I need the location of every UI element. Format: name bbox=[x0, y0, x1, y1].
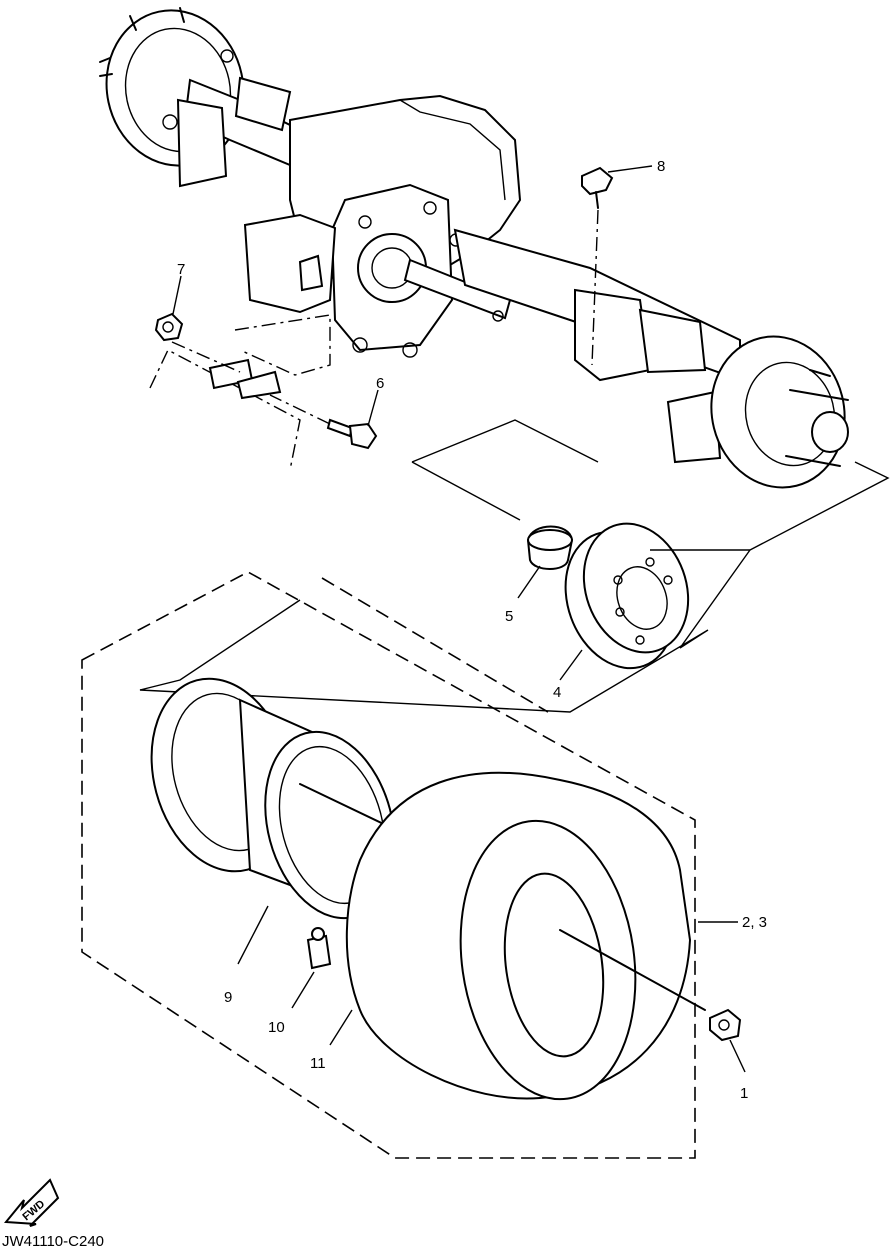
wheel-assembly-inner-line bbox=[321, 577, 549, 713]
frame-outline bbox=[149, 314, 331, 471]
hub-cap-5 bbox=[517, 525, 574, 599]
callout-2-3: 2, 3 bbox=[742, 914, 767, 931]
callout-9: 9 bbox=[224, 989, 232, 1006]
tire-11 bbox=[329, 771, 706, 1101]
rear-axle-assembly bbox=[99, 7, 849, 489]
nut-7 bbox=[154, 275, 241, 373]
wheel-nut-1 bbox=[709, 1008, 746, 1073]
brake-drum-4 bbox=[559, 522, 690, 681]
callout-1: 1 bbox=[740, 1085, 748, 1102]
callout-4: 4 bbox=[553, 684, 561, 701]
callout-7: 7 bbox=[177, 261, 185, 278]
drawing-code: JW41110-C240 bbox=[2, 1233, 104, 1250]
callout-8: 8 bbox=[657, 158, 665, 175]
callout-6: 6 bbox=[376, 375, 384, 392]
wheel-rim-9 bbox=[150, 677, 396, 965]
fwd-direction-arrow: FWD bbox=[3, 1178, 60, 1227]
assembly-outlines bbox=[139, 419, 890, 713]
callout-5: 5 bbox=[505, 608, 513, 625]
callout-10: 10 bbox=[268, 1019, 285, 1036]
bolt-6 bbox=[269, 389, 379, 450]
bolt-8 bbox=[581, 165, 653, 366]
valve-stem-10 bbox=[291, 927, 332, 1009]
wheel-assembly-enclosure bbox=[81, 571, 696, 1159]
callout-11: 11 bbox=[310, 1055, 326, 1072]
